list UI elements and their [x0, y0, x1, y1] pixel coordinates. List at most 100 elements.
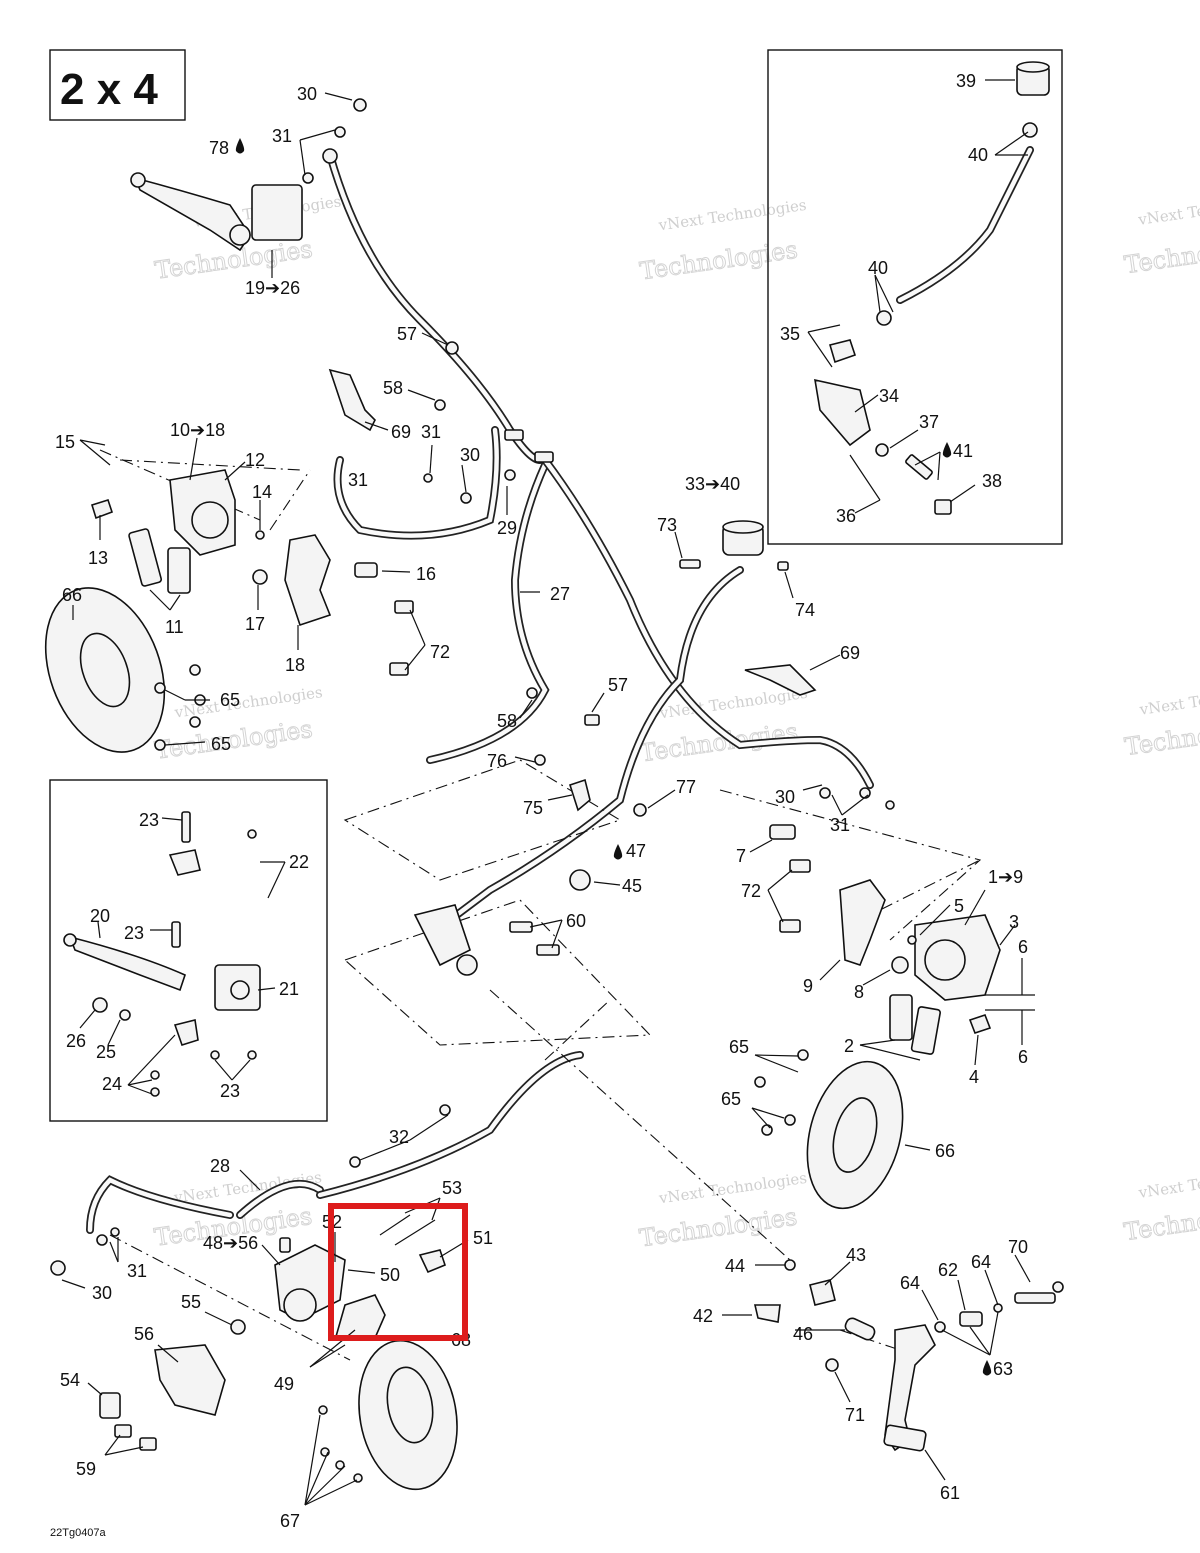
callout-66: 66	[62, 585, 82, 605]
right-front-caliper	[769, 824, 1035, 1055]
callout-31: 31	[127, 1261, 147, 1281]
callout-47: 47	[626, 841, 646, 861]
callout-53: 53	[442, 1178, 462, 1198]
callout-65: 65	[211, 734, 231, 754]
callout-31: 31	[421, 422, 441, 442]
drop-icon	[613, 844, 623, 860]
callout-51: 51	[473, 1228, 493, 1248]
callout-34: 34	[879, 386, 899, 406]
callout-70: 70	[1008, 1237, 1028, 1257]
callout-50: 50	[380, 1265, 400, 1285]
callout-5: 5	[954, 896, 964, 916]
callout-labels: 30 31 78 19➔26 57 58 69 31 30 31 29 15 1…	[50, 71, 1028, 1539]
callout-30: 30	[297, 84, 317, 104]
callout-30: 30	[92, 1283, 112, 1303]
title-box: 2 x 4	[49, 49, 186, 121]
callout-59: 59	[76, 1459, 96, 1479]
highlight-box	[328, 1203, 468, 1341]
callout-55: 55	[181, 1292, 201, 1312]
callout-23: 23	[220, 1081, 240, 1101]
callout-73: 73	[657, 515, 677, 535]
callout-66: 66	[935, 1141, 955, 1161]
lubricant-drop-icons	[235, 138, 992, 1376]
watermark-line2: Technologies	[1122, 1196, 1200, 1246]
callout-14: 14	[252, 482, 272, 502]
brake-pedal	[753, 1259, 1064, 1452]
drawing-code: 22Tg0407a	[50, 1527, 107, 1539]
watermark-line2: Technologies	[153, 715, 314, 765]
callout-28: 28	[210, 1156, 230, 1176]
callout-10-18: 10➔18	[170, 420, 225, 440]
leader-lines	[61, 79, 1031, 1506]
callout-18: 18	[285, 655, 305, 675]
hand-lever-inset-frame	[49, 779, 328, 1122]
watermarks: vNext Technologies Technologies vNext Te…	[152, 190, 1200, 1253]
callout-27: 27	[550, 584, 570, 604]
callout-35: 35	[780, 324, 800, 344]
callout-76: 76	[487, 751, 507, 771]
callout-37: 37	[919, 412, 939, 432]
callout-29: 29	[497, 518, 517, 538]
callout-30: 30	[460, 445, 480, 465]
drop-icon	[982, 1360, 992, 1376]
callout-57: 57	[397, 324, 417, 344]
hose-brackets-upper	[328, 341, 554, 504]
callout-77: 77	[676, 777, 696, 797]
callout-58: 58	[497, 711, 517, 731]
callout-31: 31	[348, 470, 368, 490]
callout-72: 72	[741, 881, 761, 901]
callout-78: 78	[209, 138, 229, 158]
left-front-caliper	[91, 469, 414, 676]
callout-72: 72	[430, 642, 450, 662]
callout-62: 62	[938, 1260, 958, 1280]
rear-caliper	[50, 1104, 451, 1451]
callout-2: 2	[844, 1036, 854, 1056]
callout-6: 6	[1018, 937, 1028, 957]
callout-31: 31	[830, 815, 850, 835]
callout-8: 8	[854, 982, 864, 1002]
callout-7: 7	[736, 846, 746, 866]
brake-hoses	[86, 146, 1034, 1234]
master-cylinder-inset-frame	[767, 49, 1063, 545]
inset-hand-lever	[63, 811, 261, 1097]
callout-13: 13	[88, 548, 108, 568]
callout-65: 65	[721, 1089, 741, 1109]
callout-24: 24	[102, 1074, 122, 1094]
title-frame	[49, 49, 186, 121]
callout-65: 65	[220, 690, 240, 710]
callout-61: 61	[940, 1483, 960, 1503]
callout-45: 45	[622, 876, 642, 896]
callout-56: 56	[134, 1324, 154, 1344]
callout-60: 60	[566, 911, 586, 931]
callout-36: 36	[836, 506, 856, 526]
left-front-disc	[44, 587, 206, 753]
callout-20: 20	[90, 906, 110, 926]
inset-hose	[896, 146, 1034, 304]
callout-3: 3	[1009, 912, 1019, 932]
callout-74: 74	[795, 600, 815, 620]
rear-master-cylinder	[413, 520, 895, 976]
callout-75: 75	[523, 798, 543, 818]
callout-69: 69	[840, 643, 860, 663]
callout-44: 44	[725, 1256, 745, 1276]
rear-disc	[318, 1339, 458, 1491]
callout-69: 69	[391, 422, 411, 442]
callout-54: 54	[60, 1370, 80, 1390]
callout-17: 17	[245, 614, 265, 634]
callout-71: 71	[845, 1405, 865, 1425]
callout-64: 64	[971, 1252, 991, 1272]
diagram-title: 2 x 4	[60, 65, 158, 114]
callout-15: 15	[55, 432, 75, 452]
watermark-line2: Technologies	[1123, 711, 1200, 761]
callout-23: 23	[124, 923, 144, 943]
callout-1-9: 1➔9	[988, 867, 1023, 887]
callout-21: 21	[279, 979, 299, 999]
callout-38: 38	[982, 471, 1002, 491]
callout-67: 67	[280, 1511, 300, 1531]
callout-9: 9	[803, 976, 813, 996]
watermark-line1: vNext Technologies	[1136, 190, 1200, 229]
callout-40: 40	[968, 145, 988, 165]
callout-26: 26	[66, 1031, 86, 1051]
watermark-line1: vNext Technologies	[657, 1169, 808, 1208]
callout-6: 6	[1018, 1047, 1028, 1067]
